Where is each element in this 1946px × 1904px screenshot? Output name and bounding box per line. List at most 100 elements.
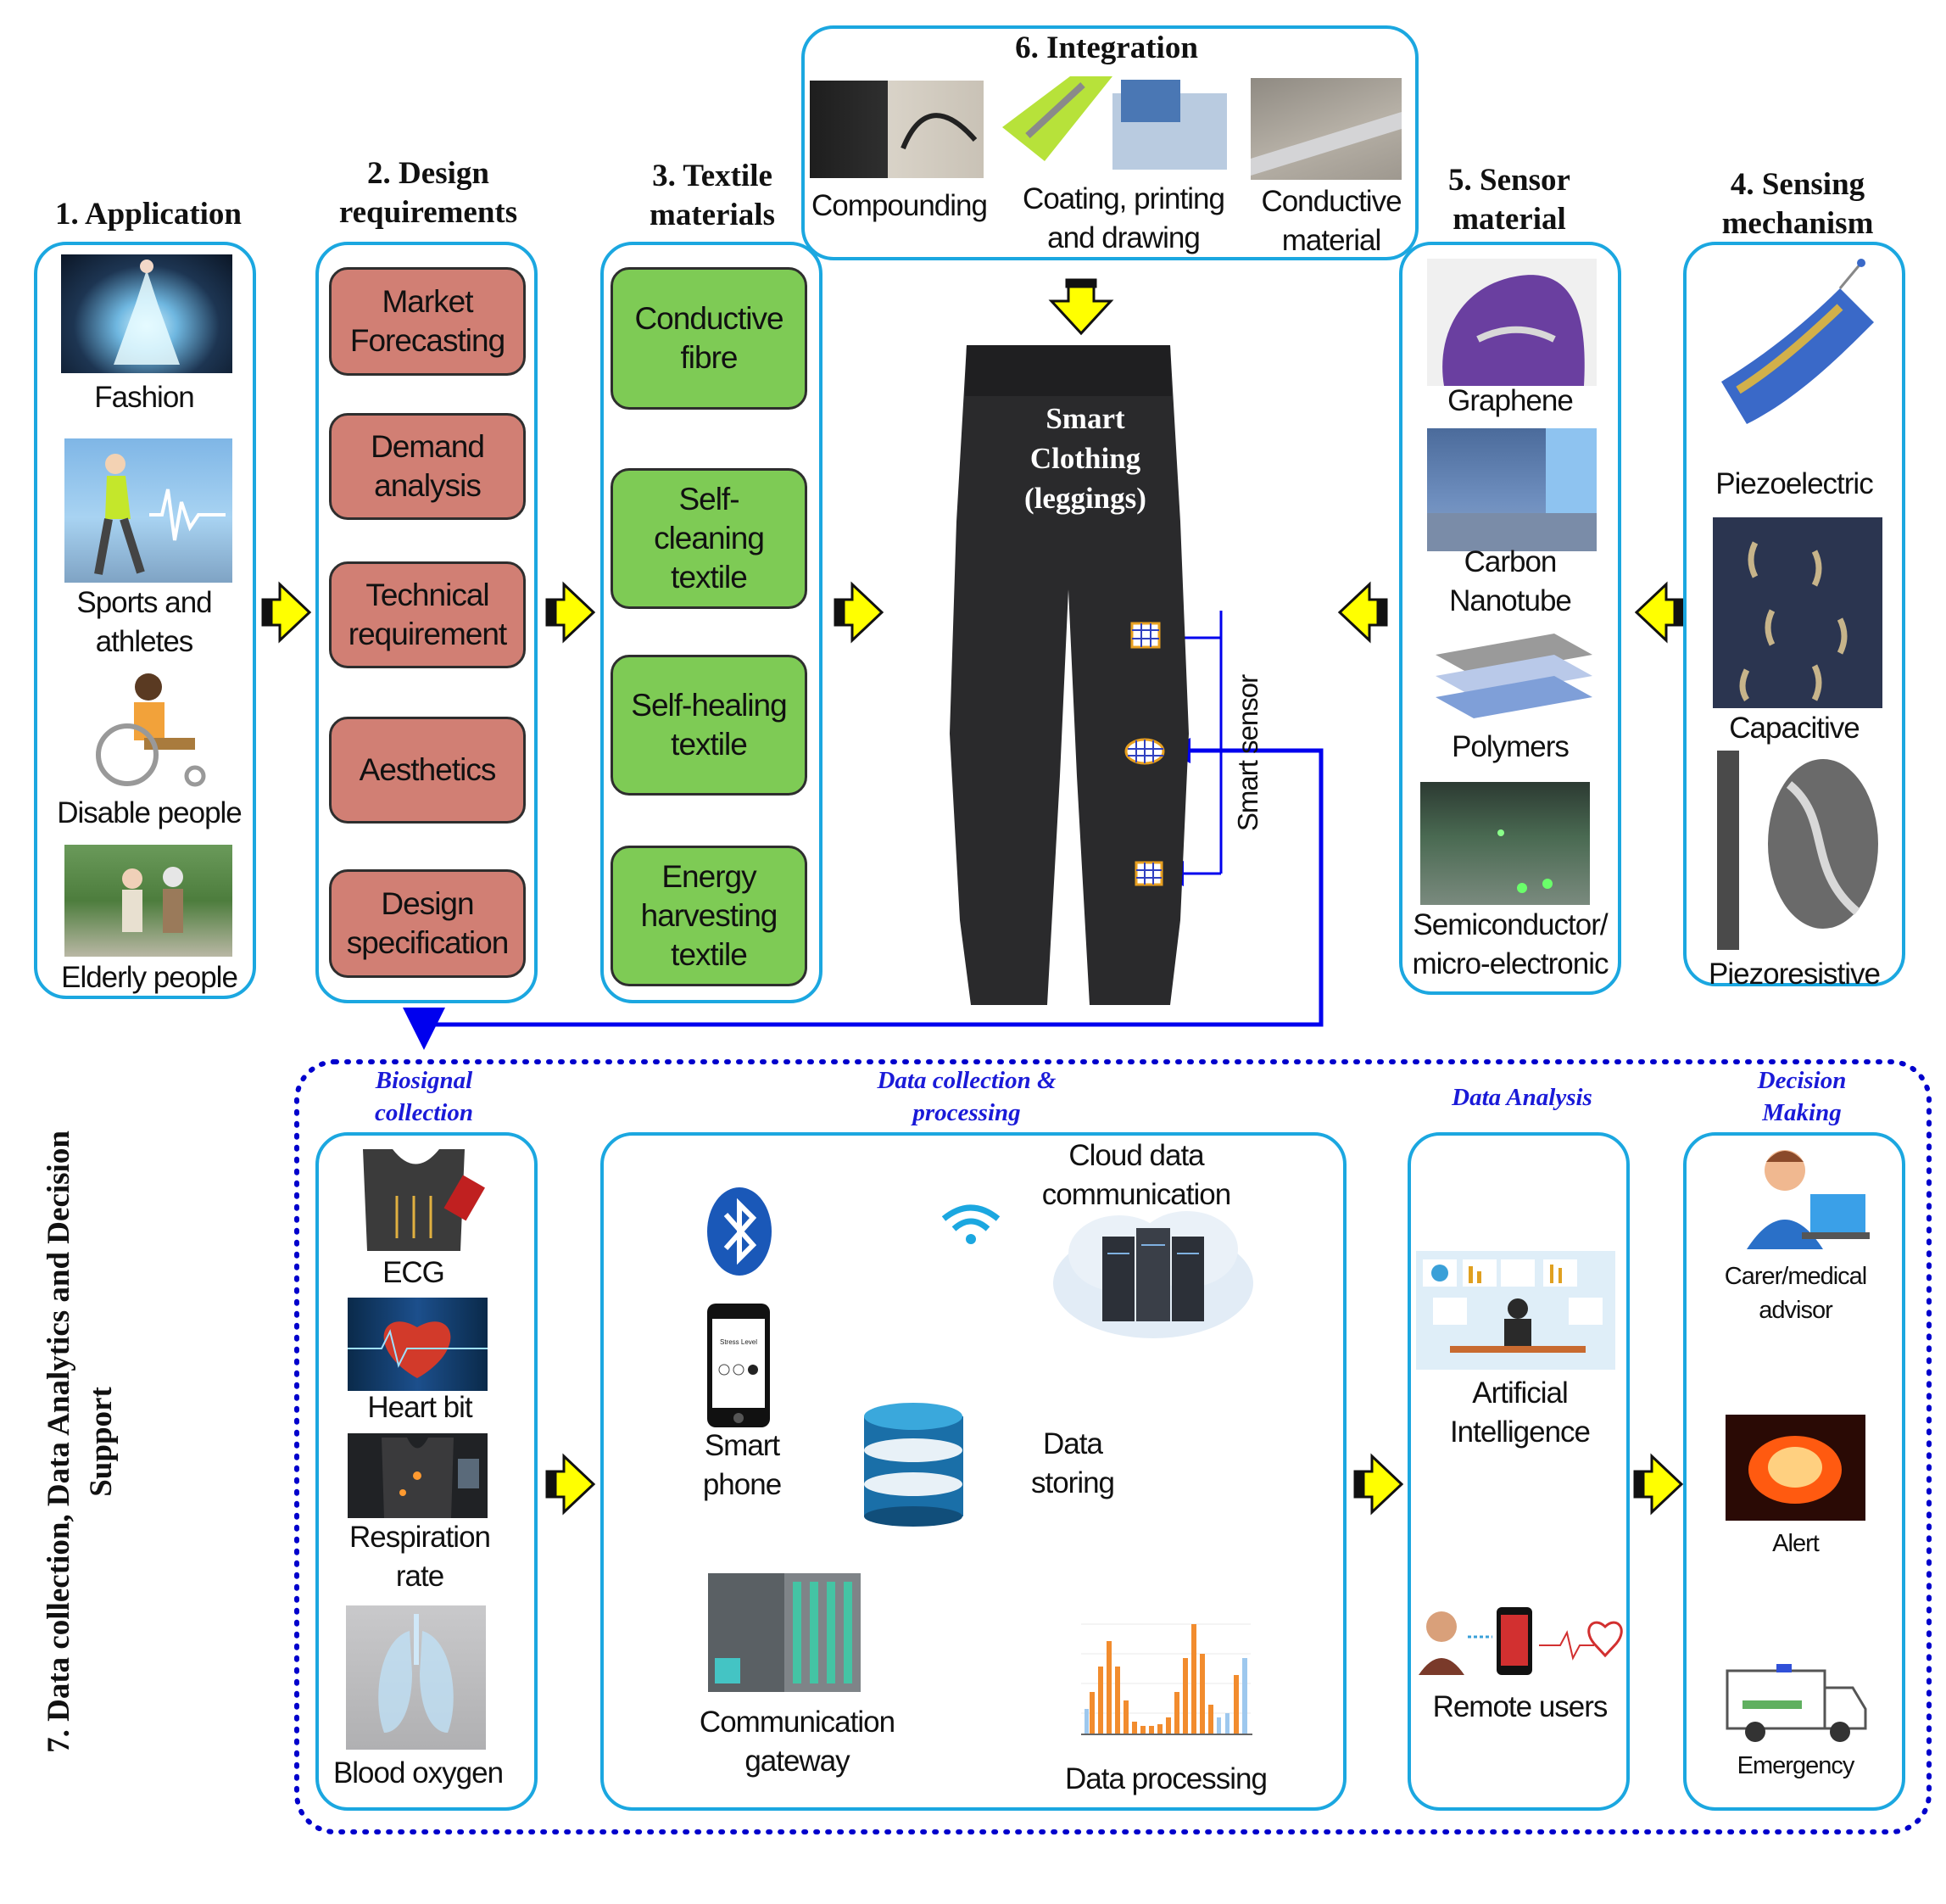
- gateway-label: Communication gateway: [699, 1706, 895, 1778]
- sports-image: [64, 438, 232, 583]
- sensor-mat-label-polymers: Polymers: [1452, 730, 1570, 763]
- biosignal-title: Biosignal collection: [375, 1067, 473, 1126]
- sensing-title: 4. Sensing mechanism: [1721, 167, 1874, 241]
- semiconductor-image: [1420, 782, 1590, 905]
- design-item-market: Market Forecasting: [329, 267, 526, 376]
- tape-icon: [1251, 112, 1402, 176]
- lungs-icon: [378, 1614, 454, 1733]
- polymer-layers-icon: [1436, 634, 1592, 718]
- decision-label-emergency: Emergency: [1737, 1752, 1855, 1779]
- integration-title: 6. Integration: [1015, 31, 1198, 65]
- carer-icon: [1747, 1150, 1870, 1249]
- smart-sensor-label: Smart sensor: [1232, 674, 1263, 832]
- elderly-image: [64, 845, 232, 957]
- graphene-image: [1427, 259, 1597, 386]
- decision-title: Decision Making: [1757, 1067, 1847, 1126]
- piezoelectric-image: [1713, 254, 1882, 458]
- textile-item-selfhealing: Self-healing textile: [611, 655, 807, 796]
- heart-image: [348, 1298, 488, 1391]
- fibre-icon: [901, 113, 978, 150]
- processing-label: Data processing: [1065, 1762, 1268, 1795]
- textile-item-conductive: Conductive fibre: [611, 267, 807, 410]
- capacitive-image: [1713, 517, 1882, 708]
- design-title: 2. Design requirements: [338, 156, 518, 230]
- textile-item-energy: Energy harvesting textile: [611, 846, 807, 986]
- bluetooth-icon: [707, 1187, 772, 1276]
- design-item-aesthetics: Aesthetics: [329, 717, 526, 824]
- sensor-mat-label-cnt: Carbon Nanotube: [1449, 545, 1572, 617]
- storing-label: Data storing: [1030, 1427, 1115, 1499]
- sensing-label-capacitive: Capacitive: [1729, 712, 1860, 745]
- integration-label-compounding: Compounding: [811, 189, 988, 222]
- phone-label: Smart phone: [702, 1429, 782, 1501]
- smartphone-icon: [707, 1304, 770, 1427]
- data-section-title: 7. Data collection, Data Analytics and D…: [42, 1131, 119, 1753]
- app-label-disabled: Disable people: [57, 796, 243, 829]
- elderly-couple-icon: [122, 867, 183, 933]
- analysis-panel: [1408, 1132, 1630, 1811]
- processing-title: Data collection & processing: [877, 1067, 1057, 1126]
- glove-icon: [1442, 275, 1585, 386]
- cloud-server-icon: [1053, 1211, 1253, 1338]
- app-label-sports: Sports and athletes: [76, 586, 212, 658]
- ai-dashboard-icon: [1416, 1251, 1615, 1370]
- ambulance-icon: [1726, 1664, 1867, 1742]
- ecg-image: [346, 1145, 486, 1254]
- compounding-image: [810, 81, 984, 178]
- runner-icon: [94, 454, 226, 575]
- sensing-label-piezoresistive: Piezoresistive: [1709, 958, 1881, 991]
- cnt-fabric-icon: [1427, 428, 1597, 551]
- led-fabric-icon: [1497, 829, 1553, 893]
- app-label-fashion: Fashion: [94, 381, 195, 414]
- sensor-patch-calf: [1135, 861, 1163, 886]
- analysis-title: Data Analysis: [1452, 1084, 1592, 1111]
- decision-label-alert: Alert: [1772, 1530, 1820, 1557]
- printing-icon: [1002, 76, 1227, 170]
- wifi-icon: [941, 1204, 1001, 1244]
- ai-label: Artificial Intelligence: [1449, 1376, 1591, 1449]
- cnt-image: [1427, 428, 1597, 551]
- blood-oxygen-image: [346, 1605, 486, 1750]
- sensor-material-title: 5. Sensor material: [1448, 163, 1570, 237]
- bio-label-ecg: ECG: [382, 1256, 445, 1289]
- bio-label-respiration: Respiration rate: [348, 1521, 491, 1593]
- piezoresistive-image: [1713, 751, 1882, 950]
- respiration-vest-icon: [382, 1438, 479, 1518]
- polymers-image: [1427, 629, 1597, 721]
- decision-label-carer: Carer/medical advisor: [1724, 1263, 1868, 1324]
- leggings-image: [950, 345, 1189, 1005]
- piezoresistive-yarn-icon: [1717, 751, 1878, 950]
- alert-icon: [1726, 1415, 1865, 1521]
- conductive-material-image: [1251, 78, 1402, 180]
- bio-label-heart: Heart bit: [367, 1391, 472, 1424]
- wheelchair-icon: [96, 673, 206, 787]
- cloud-label: Cloud data communication: [1041, 1139, 1231, 1211]
- product-label: Smart Clothing (leggings): [1024, 402, 1146, 515]
- sensor-patch-thigh: [1130, 622, 1161, 649]
- dress-icon: [114, 260, 180, 365]
- database-icon: [864, 1403, 963, 1527]
- sensing-label-piezoelectric: Piezoelectric: [1715, 467, 1873, 500]
- printing-image: [1002, 76, 1227, 171]
- remote-label: Remote users: [1432, 1690, 1609, 1723]
- sensor-to-data-line: [403, 748, 1324, 1050]
- integration-label-conductive: Conductive material: [1261, 185, 1402, 257]
- design-item-demand: Demand analysis: [329, 413, 526, 520]
- textile-title: 3. Textile materials: [650, 159, 775, 232]
- heart-icon: [348, 1321, 488, 1378]
- data-section-frame: [294, 1059, 1932, 1834]
- respiration-image: [348, 1433, 488, 1518]
- capacitive-fabric-icon: [1739, 541, 1848, 701]
- remote-users-icon: [1419, 1607, 1623, 1675]
- application-title: 1. Application: [55, 197, 242, 232]
- design-item-specification: Design specification: [329, 869, 526, 978]
- disabled-image: [68, 670, 229, 789]
- ecg-shirt-icon: [363, 1149, 485, 1251]
- design-item-technical: Technical requirement: [329, 561, 526, 668]
- textile-item-selfcleaning: Self- cleaning textile: [611, 468, 807, 609]
- gateway-icon: [708, 1573, 861, 1692]
- sensor-mat-label-graphene: Graphene: [1447, 384, 1574, 417]
- flexible-device-icon: [1721, 259, 1874, 424]
- flow-arrows: [261, 278, 1685, 1516]
- bio-label-oxygen: Blood oxygen: [332, 1756, 504, 1790]
